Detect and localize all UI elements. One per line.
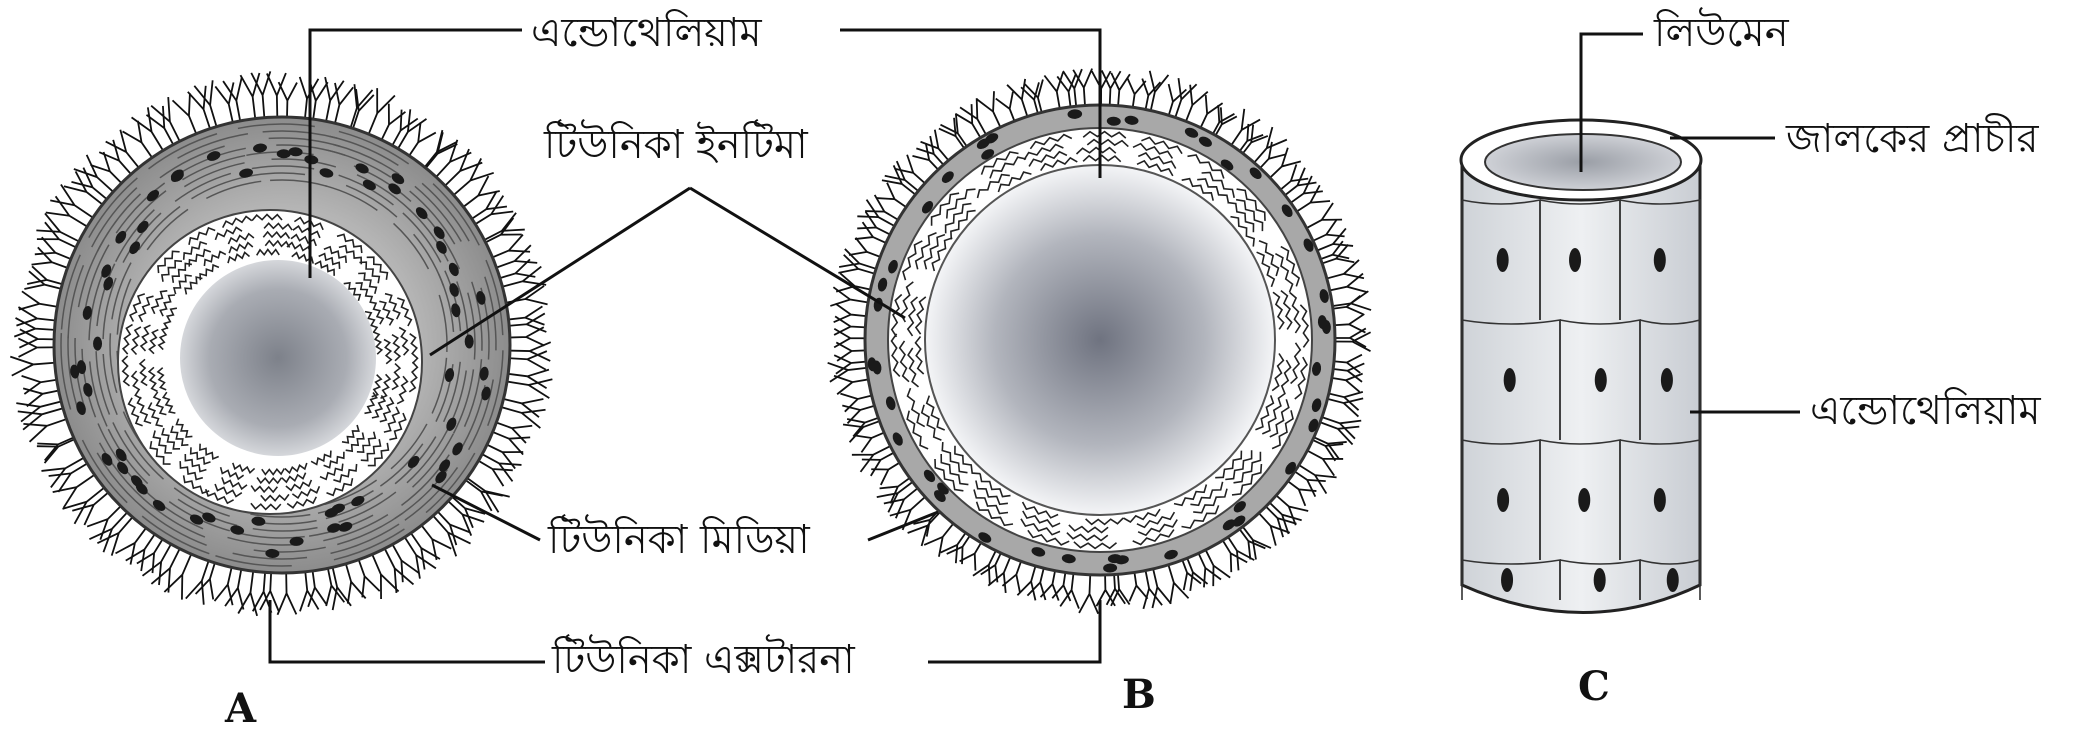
fringe-branch	[1262, 503, 1296, 537]
cell-nucleus	[1595, 368, 1607, 392]
fringe-branch	[63, 484, 109, 524]
fringe-branch	[1281, 168, 1316, 199]
fringe-branch	[1152, 564, 1171, 608]
fringe-branch	[1325, 274, 1367, 293]
capillary-lumen	[1485, 134, 1681, 190]
leader-externa-a	[270, 600, 545, 662]
fringe-branch	[401, 532, 435, 578]
fringe-branch	[838, 255, 879, 275]
fringe-branch	[37, 437, 80, 463]
fringe-branch	[461, 477, 503, 511]
label-endothelium-c: এন্ডোথেলিয়াম	[1810, 387, 2041, 434]
figure-letter-c: C	[1578, 663, 1610, 710]
fringe-branch	[240, 73, 259, 125]
fringe-branch	[1323, 398, 1363, 417]
fringe-branch	[1150, 71, 1169, 116]
cell-nucleus	[1661, 368, 1673, 392]
cell-nucleus	[1501, 568, 1513, 592]
label-lumen: লিউমেন	[1653, 7, 1790, 56]
cell-nucleus	[1504, 368, 1516, 392]
fringe-branch	[501, 379, 552, 398]
cell-nucleus	[1578, 488, 1590, 512]
fringe-branch	[1302, 203, 1342, 230]
cell-nucleus	[1497, 488, 1509, 512]
fringe-branch	[37, 222, 81, 250]
fringe-branch	[939, 118, 967, 152]
cell-nucleus	[1594, 568, 1606, 592]
label-capillary-wall: জালকের প্রাচীর	[1785, 113, 2039, 162]
capillary-c	[1461, 120, 1701, 613]
leader-externa-b	[928, 600, 1100, 662]
fringe-branch	[1237, 525, 1266, 559]
fringe-branch	[852, 444, 895, 472]
fringe-branch	[857, 212, 894, 237]
fringe-branch	[459, 176, 500, 210]
cell-nucleus	[1654, 248, 1666, 272]
fringe-branch	[16, 400, 67, 422]
vessel-a-cross-section	[10, 71, 552, 616]
vessel-b-lumen	[925, 165, 1275, 515]
fringe-branch	[491, 245, 537, 269]
fringe-branch	[89, 508, 131, 552]
fringe-branch	[1251, 127, 1287, 166]
label-tunica-externa: টিউনিকা এক্সটারনা	[551, 634, 856, 683]
fringe-branch	[1313, 228, 1353, 252]
fringe-branch	[877, 479, 917, 512]
fringe-branch	[1174, 78, 1197, 122]
fringe-branch	[908, 508, 944, 545]
fringe-branch	[1143, 566, 1162, 609]
fringe-branch	[99, 140, 135, 179]
fringe-branch	[1293, 185, 1330, 214]
fringe-branch	[462, 475, 509, 513]
cell-nucleus	[1667, 568, 1679, 592]
fringe-branch	[1203, 545, 1230, 586]
fringe-branch	[477, 451, 522, 481]
cell-nucleus	[1654, 488, 1666, 512]
figure-letter-a: A	[224, 685, 257, 732]
fringe-branch	[186, 555, 211, 604]
figure-letter-b: B	[1122, 671, 1156, 718]
fringe-branch	[64, 171, 107, 208]
fringe-branch	[23, 417, 72, 442]
vessel-a-lumen	[180, 260, 376, 456]
fringe-branch	[382, 543, 413, 593]
cell-nucleus	[1569, 248, 1581, 272]
label-endothelium-top: এন্ডোথেলিয়াম	[531, 9, 762, 56]
cell-nucleus	[1497, 248, 1509, 272]
fringe-branch	[366, 88, 395, 139]
fringe-branch	[880, 475, 914, 503]
label-tunica-intima: টিউনিকা ইনটিমা	[543, 119, 809, 168]
fringe-branch	[434, 507, 470, 545]
label-tunica-media: টিউনিকা মিডিয়া	[547, 514, 811, 563]
fringe-branch	[50, 185, 98, 221]
